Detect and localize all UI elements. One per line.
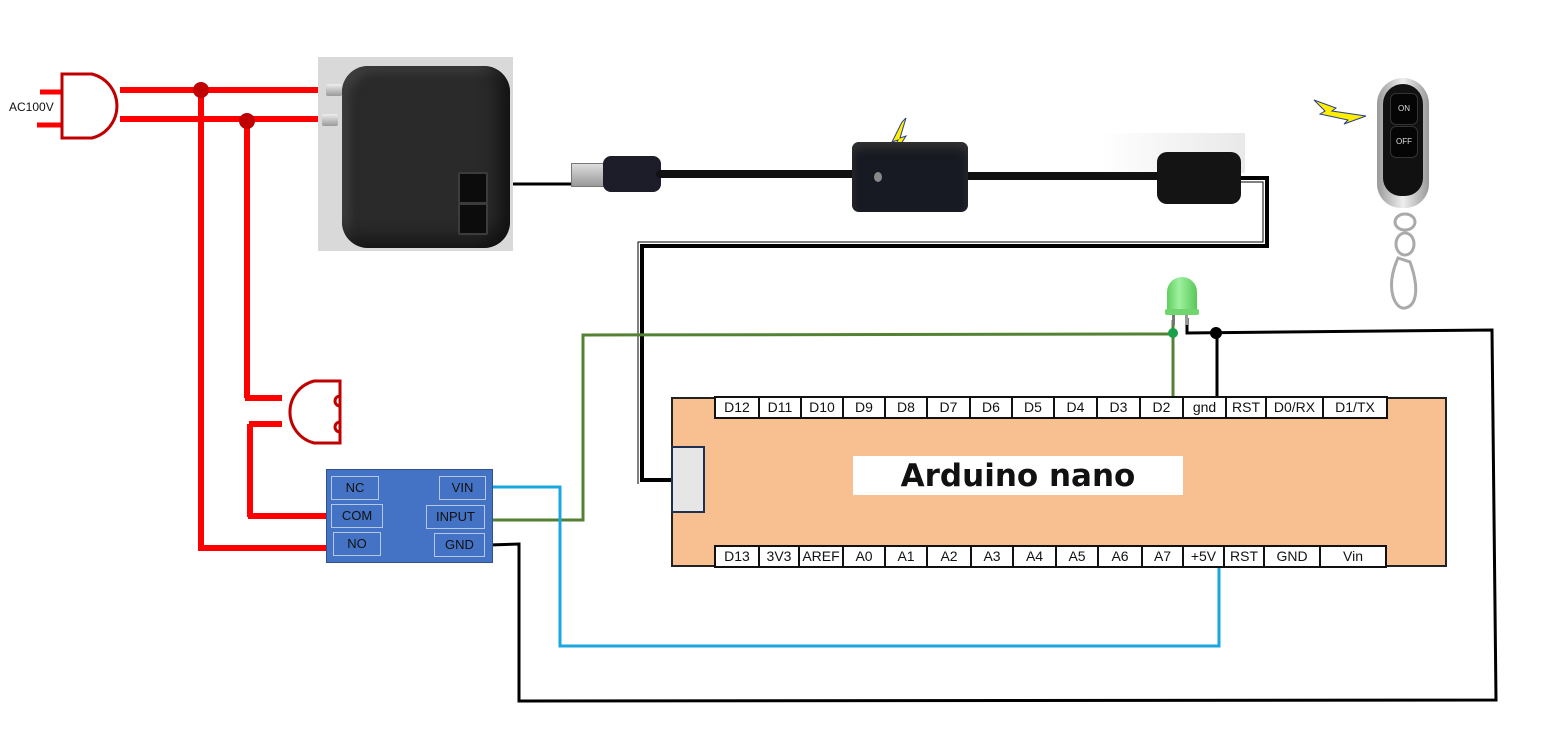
relay-module bbox=[326, 469, 493, 563]
usb-cable bbox=[656, 170, 856, 178]
usb-plug-boot bbox=[603, 156, 661, 192]
terminal-com: COM bbox=[331, 504, 383, 528]
pin-d11: D11 bbox=[760, 398, 802, 417]
ac-junction-2 bbox=[239, 113, 255, 129]
usb-port bbox=[458, 172, 488, 204]
led-leg bbox=[1172, 315, 1175, 325]
pin-a2: A2 bbox=[928, 547, 972, 566]
pin-aref: AREF bbox=[800, 547, 844, 566]
pin-3v3: 3V3 bbox=[760, 547, 800, 566]
pin-a1: A1 bbox=[886, 547, 928, 566]
terminal-gnd: GND bbox=[434, 533, 485, 557]
pin-a6: A6 bbox=[1099, 547, 1143, 566]
pin-d7: D7 bbox=[928, 398, 971, 417]
switch-indicator bbox=[874, 172, 882, 182]
board-title: Arduino nano bbox=[853, 456, 1183, 495]
pin-d1-tx: D1/TX bbox=[1335, 399, 1375, 415]
terminal-input: INPUT bbox=[426, 505, 485, 529]
terminal-vin: VIN bbox=[439, 476, 486, 500]
lightning-signal-icon bbox=[1313, 99, 1367, 125]
pin-d9: D9 bbox=[844, 398, 886, 417]
ac-junction-1 bbox=[193, 82, 209, 98]
pin-a5: A5 bbox=[1057, 547, 1099, 566]
pin-gnd: GND bbox=[1265, 547, 1321, 566]
pin-rst: RST bbox=[1225, 547, 1265, 566]
terminal-no: NO bbox=[333, 532, 381, 556]
led-leg bbox=[1185, 315, 1188, 325]
vcc-wire bbox=[490, 485, 1221, 648]
pin-a0: A0 bbox=[844, 547, 886, 566]
remote-off-button[interactable]: OFF bbox=[1390, 126, 1418, 158]
pin-d8: D8 bbox=[886, 398, 928, 417]
pin-d5: D5 bbox=[1013, 398, 1055, 417]
pin-vin: Vin bbox=[1343, 548, 1363, 564]
ac-outlet-icon bbox=[288, 379, 342, 445]
mini-usb-socket bbox=[671, 446, 705, 513]
green-led bbox=[1167, 277, 1197, 313]
pin-gnd: gnd bbox=[1184, 398, 1227, 417]
inline-switch bbox=[852, 142, 968, 212]
pin-d10: D10 bbox=[802, 398, 844, 417]
plug-prong bbox=[322, 114, 338, 126]
pin-d12: D12 bbox=[716, 398, 760, 417]
keyring-icon bbox=[1390, 212, 1418, 310]
ac-plug-icon bbox=[37, 72, 119, 140]
pin-a7: A7 bbox=[1143, 547, 1184, 566]
terminal-nc: NC bbox=[331, 476, 379, 500]
pin-d6: D6 bbox=[971, 398, 1013, 417]
pin-a3: A3 bbox=[972, 547, 1014, 566]
pin-a4: A4 bbox=[1014, 547, 1057, 566]
pin-d4: D4 bbox=[1055, 398, 1098, 417]
pin--5v: +5V bbox=[1184, 547, 1225, 566]
pin-rst: RST bbox=[1227, 398, 1267, 417]
gnd-junction bbox=[1210, 327, 1222, 339]
led-junction bbox=[1168, 328, 1178, 338]
gnd-wire bbox=[487, 318, 1498, 703]
ac-voltage-label: AC100V bbox=[9, 100, 54, 114]
pin-d0-rx: D0/RX bbox=[1267, 398, 1324, 417]
remote-on-button[interactable]: ON bbox=[1390, 93, 1418, 125]
usb-port bbox=[458, 203, 488, 235]
usb-cable bbox=[964, 172, 1164, 180]
plug-prong bbox=[326, 84, 342, 96]
pin-d2: D2 bbox=[1141, 398, 1184, 417]
pin-d13: D13 bbox=[716, 547, 760, 566]
usb-cable-end bbox=[1157, 152, 1241, 204]
led-rim bbox=[1165, 309, 1199, 315]
ac-wires bbox=[120, 87, 351, 551]
pin-d3: D3 bbox=[1098, 398, 1141, 417]
